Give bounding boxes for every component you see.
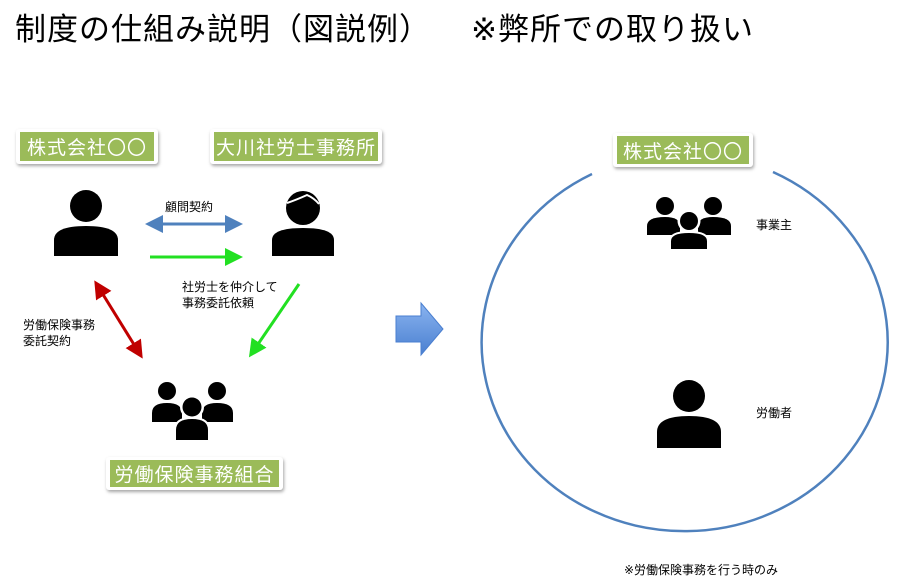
worker-label: 労働者: [756, 406, 793, 420]
title-main: 制度の仕組み説明（図説例）: [15, 12, 431, 48]
association-label-card: 労働保険事務組合: [106, 457, 283, 490]
insurance-contract-line: 労働保険事務: [23, 318, 96, 332]
mediation-text: 社労士を仲介して 事務委託依頼: [182, 279, 278, 311]
association-group-icon: [152, 382, 233, 441]
worker-person-icon: [657, 380, 721, 448]
company-person-icon: [54, 190, 118, 256]
insurance-contract-line: 委託契約: [23, 334, 72, 348]
employer-group-icon: [647, 197, 731, 250]
footnote: ※労働保険事務を行う時のみ: [624, 563, 779, 577]
company-scope-circle: [480, 170, 889, 533]
right-company-label: 株式会社〇〇: [617, 136, 749, 164]
association-label: 労働保険事務組合: [110, 460, 279, 487]
office-label-card: 大川社労士事務所: [210, 129, 382, 164]
advisory-contract-label: 顧問契約: [165, 200, 214, 214]
company-label-card: 株式会社〇〇: [16, 129, 158, 164]
next-step-arrow-icon: [395, 301, 444, 357]
page-title: 制度の仕組み説明（図説例） ※弊所での取り扱い: [15, 10, 754, 50]
consultant-person-icon: [272, 191, 334, 256]
company-label: 株式会社〇〇: [20, 132, 154, 161]
employer-label: 事業主: [756, 218, 793, 232]
request-arrow-down: [248, 283, 301, 358]
mediation-text-line: 社労士を仲介して: [182, 280, 278, 294]
office-label: 大川社労士事務所: [214, 132, 378, 161]
title-sub: ※弊所での取り扱い: [471, 12, 754, 48]
mediation-text-line: 事務委託依頼: [182, 296, 255, 310]
insurance-contract-arrow: [94, 280, 143, 359]
insurance-contract-text: 労働保険事務 委託契約: [23, 317, 95, 349]
right-company-label-card: 株式会社〇〇: [613, 133, 753, 167]
